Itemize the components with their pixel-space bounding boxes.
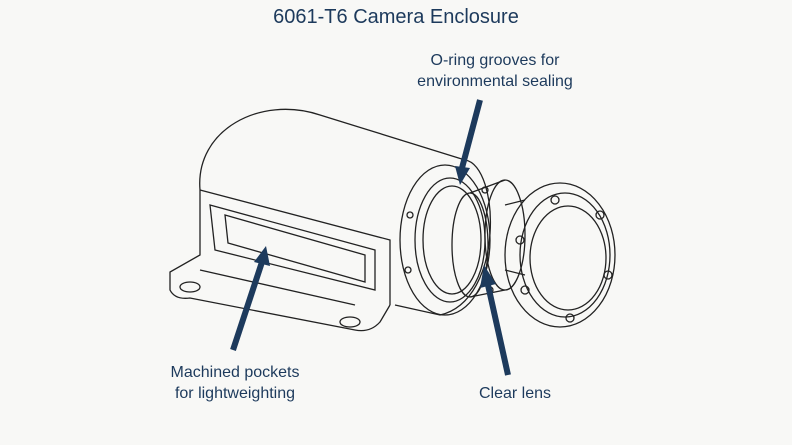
oring-callout: O-ring grooves for environmental sealing	[395, 50, 595, 92]
lens-callout: Clear lens	[478, 385, 552, 402]
end-ring	[504, 182, 616, 328]
oring-callout-line2: environmental sealing	[417, 73, 573, 90]
callout-arrows	[230, 99, 511, 376]
lens	[451, 179, 526, 298]
pockets-callout-line2: for lightweighting	[174, 385, 296, 402]
oring-callout-line1: O-ring grooves for	[430, 52, 560, 69]
diagram-title: 6061-T6 Camera Enclosure	[273, 6, 519, 28]
pockets-callout-line1: Machined pockets	[170, 364, 300, 381]
housing-body	[169, 108, 466, 332]
pockets-callout: Machined pockets for lightweighting	[150, 362, 320, 404]
